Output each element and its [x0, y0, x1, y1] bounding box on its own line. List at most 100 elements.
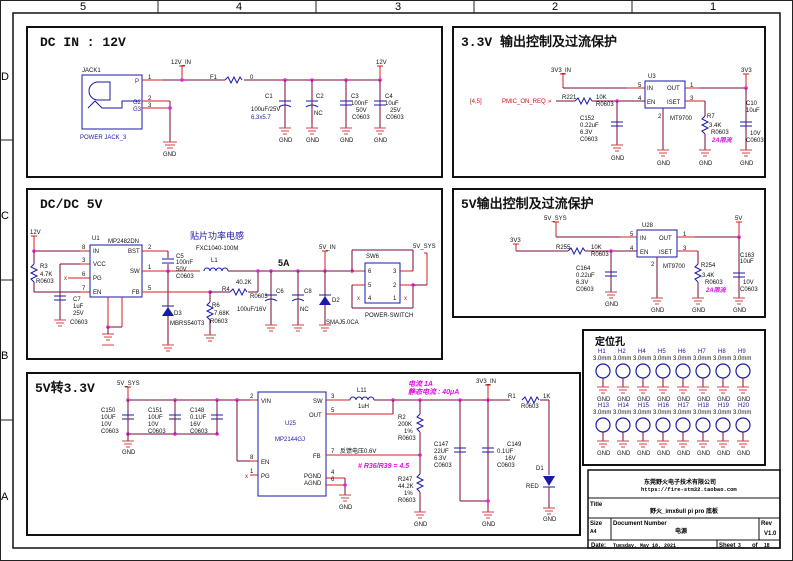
- cap-value: 100uF/25V: [251, 107, 280, 113]
- hole-ref: H6: [678, 349, 686, 355]
- gnd-label: GND: [657, 397, 671, 403]
- tvs-diode-icon: [319, 296, 331, 305]
- diode-part: SMAJ5.0CA: [326, 320, 359, 326]
- pin-name: IN: [640, 236, 646, 242]
- section-title: 5V输出控制及过流保护: [461, 196, 594, 212]
- cap-ref: C152: [580, 116, 595, 122]
- cap-voltage: 25V: [73, 311, 84, 317]
- resistor-tol: 1%: [404, 491, 413, 497]
- mounting-hole-icon: [615, 363, 631, 379]
- hole-ref: H20: [738, 403, 750, 409]
- power-jack: [81, 74, 143, 130]
- cap-voltage: 10V: [101, 422, 112, 428]
- ratio-note: # R36/R39 = 4.5: [358, 463, 409, 470]
- inductor-part: FXC1040-100M: [196, 246, 238, 252]
- diode-part: MBRS540T3: [170, 321, 205, 327]
- no-connect-icon: x: [404, 296, 407, 302]
- inductor-ref: L1: [211, 258, 218, 264]
- hole-ref: H8: [718, 349, 726, 355]
- ground-icon: [657, 440, 669, 448]
- resistor-icon: [693, 263, 703, 283]
- led-color: RED: [526, 484, 539, 490]
- signal-ref: [4,5]: [470, 99, 482, 105]
- resistor-value: 1K: [543, 394, 550, 400]
- pin-num: 3: [683, 246, 687, 252]
- jack-name: POWER JACK_3: [80, 135, 127, 141]
- pin-num: 5: [368, 283, 372, 289]
- cap-pkg: C0603: [176, 274, 194, 280]
- section-title: 定位孔: [595, 335, 625, 348]
- pin-num: 1: [683, 232, 687, 238]
- resistor-value: 200K: [398, 422, 412, 428]
- net-3v3-in: 3V3_IN: [551, 68, 571, 74]
- cap-ref: C151: [148, 408, 163, 414]
- cap-pkg: C0603: [148, 429, 166, 435]
- ic-ref: U25: [285, 421, 297, 427]
- hole-ref: H16: [658, 403, 670, 409]
- hole-size: 3.0mm: [633, 410, 651, 416]
- no-connect-icon: x: [245, 474, 248, 480]
- zone-row-d: D: [1, 71, 9, 83]
- resistor-ref: R3: [40, 264, 48, 270]
- ic-part: MT9700: [670, 116, 693, 122]
- schottky-diode-icon: [162, 307, 174, 316]
- resistor-icon: [415, 473, 425, 493]
- cap-value: 10uF: [740, 259, 754, 265]
- resistor-ref: R254: [701, 263, 716, 269]
- pin-name: FB: [132, 290, 140, 296]
- resistor-pkg: R0603: [398, 436, 416, 442]
- ground-icon: [617, 386, 629, 394]
- hole-size: 3.0mm: [693, 410, 711, 416]
- cap-value: 0.1UF: [190, 415, 207, 421]
- net-12v: 12V: [376, 60, 387, 66]
- ground-icon: [717, 386, 729, 394]
- cap-ref: C6: [276, 289, 284, 295]
- resistor-value: 7.68K: [214, 311, 230, 317]
- resistor-icon: [521, 395, 540, 405]
- ground-icon: [737, 386, 749, 394]
- cap-value: 0.1UF: [497, 449, 514, 455]
- zone-col-5: 5: [80, 1, 86, 13]
- resistor-tol: 1%: [404, 429, 413, 435]
- resistor-value: 40.2K: [236, 280, 252, 286]
- hole-ref: H2: [618, 349, 626, 355]
- sheet-number: 3: [738, 543, 741, 549]
- pin-num: 7: [331, 449, 335, 455]
- document-title: 野火_imx6ull pi pro 底板: [650, 507, 719, 515]
- hole-size: 3.0mm: [653, 410, 671, 416]
- fuse-icon: [224, 75, 243, 85]
- cap-value: 10uF: [385, 101, 399, 107]
- pin-num: 2: [250, 394, 254, 400]
- pin-name: EN: [93, 290, 101, 296]
- gnd-label: GND: [340, 138, 354, 144]
- zone-row-a: A: [1, 491, 9, 503]
- pin-name: SW: [313, 399, 323, 405]
- cap-pkg: C0603: [434, 463, 452, 469]
- hole-ref: H5: [658, 349, 666, 355]
- net-3v3: 3V3: [510, 238, 521, 244]
- no-connect-icon: x: [64, 276, 67, 282]
- ic-ref: U1: [92, 236, 100, 242]
- pin-num: 4: [331, 470, 335, 476]
- pin-name: VCC: [93, 262, 106, 268]
- net-12v: 12V: [30, 230, 41, 236]
- inductor-icon: [349, 396, 375, 401]
- quiescent-note: 静态电流 : 40μA: [408, 387, 459, 396]
- cap-pkg: C0603: [746, 138, 764, 144]
- section-title: 5V转3.3V: [35, 380, 95, 396]
- hole-size: 3.0mm: [633, 356, 651, 362]
- capacitor-plate: [278, 104, 292, 108]
- pin-name: IN: [93, 249, 99, 255]
- resistor-value: 3.4K: [702, 273, 714, 279]
- resistor-pkg: R0603: [36, 279, 54, 285]
- mounting-hole-icon: [735, 417, 751, 433]
- pin-num: 2: [658, 114, 662, 120]
- ground-icon: [697, 386, 709, 394]
- pin-name: EN: [647, 100, 655, 106]
- fuse-ref: F1: [210, 75, 218, 81]
- gnd-label: GND: [717, 397, 731, 403]
- net-12v-in: 12V_IN: [171, 60, 191, 66]
- cap-pkg: C0603: [70, 320, 88, 326]
- section-dc-in: DC IN : 12V JACK1 P G2 G3 POWER JACK_3 1…: [26, 26, 443, 178]
- resistor-value: 10K: [591, 245, 602, 251]
